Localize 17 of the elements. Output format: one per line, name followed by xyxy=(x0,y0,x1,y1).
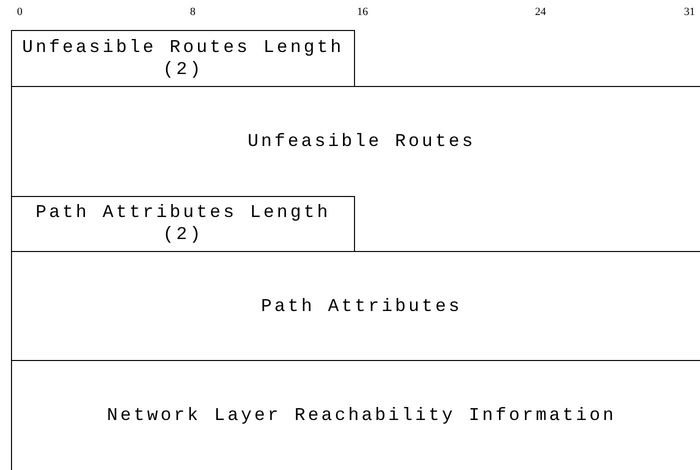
field-box xyxy=(11,86,700,197)
field-box xyxy=(11,30,355,87)
field-label: Unfeasible Routes Length xyxy=(22,36,344,58)
field-box xyxy=(11,251,700,361)
bit-number: 0 xyxy=(17,7,22,18)
bit-number: 16 xyxy=(357,7,368,18)
field-box xyxy=(11,196,355,252)
field-label: Network Layer Reachability Information xyxy=(106,405,616,427)
bit-number: 24 xyxy=(535,7,546,18)
field-label: Path Attributes Length xyxy=(36,202,330,224)
field-label: Unfeasible Routes xyxy=(248,131,476,153)
field-box xyxy=(11,360,700,470)
field-label: (2) xyxy=(162,58,204,80)
field-label: (2) xyxy=(162,224,204,246)
bit-number: 8 xyxy=(190,7,196,18)
bit-number: 31 xyxy=(684,7,695,18)
field-label: Path Attributes xyxy=(260,296,462,318)
